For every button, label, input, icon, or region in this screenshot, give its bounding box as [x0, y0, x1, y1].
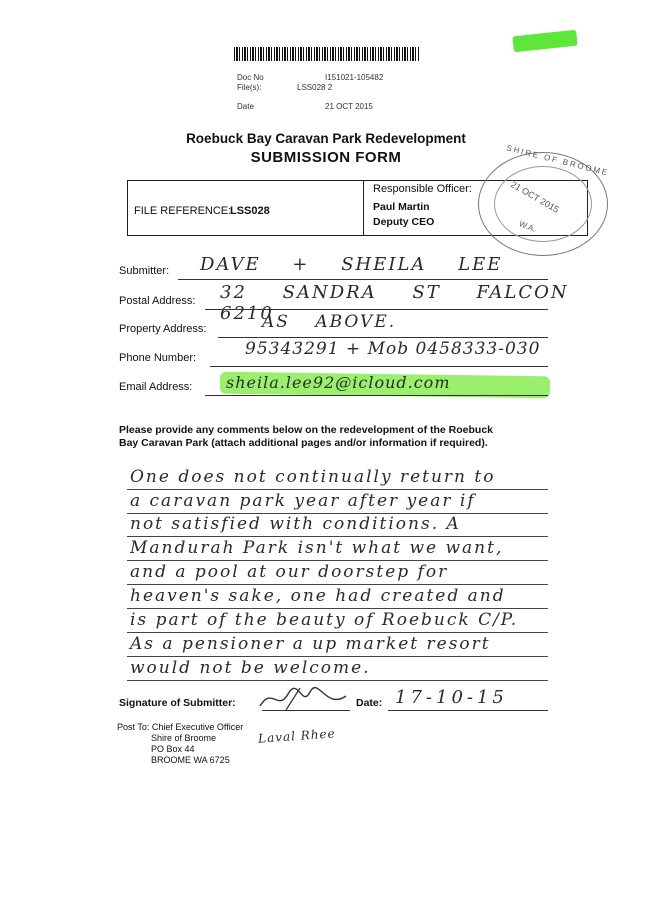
email-line	[205, 395, 548, 396]
signature-mark[interactable]	[256, 682, 352, 714]
officer-title: Deputy CEO	[373, 216, 435, 228]
comment-rule	[127, 513, 548, 514]
phone-line	[210, 366, 548, 367]
email-value[interactable]: sheila.lee92@icloud.com	[226, 373, 451, 392]
postal-label: Postal Address:	[119, 295, 196, 307]
phone-label: Phone Number:	[119, 352, 197, 364]
comment-rule	[127, 536, 548, 537]
file-reference-value: LSS028	[230, 205, 270, 217]
property-value[interactable]: AS ABOVE.	[262, 312, 397, 332]
officer-name: Paul Martin	[373, 201, 430, 213]
comments-prompt-line2: Bay Caravan Park (attach additional page…	[119, 437, 488, 449]
comment-rule	[127, 680, 548, 681]
postal-value[interactable]: 32 SANDRA ST FALCON 6210	[220, 282, 569, 324]
comment-line-8[interactable]: As a pensioner a up market resort	[130, 634, 491, 654]
post-to-line2: Shire of Broome	[151, 733, 217, 743]
comment-line-2[interactable]: a caravan park year after year if	[130, 491, 476, 511]
barcode	[234, 47, 420, 61]
date-signed-value[interactable]: 17-10-15	[395, 687, 508, 708]
comment-rule	[127, 608, 548, 609]
signature-label: Signature of Submitter:	[119, 697, 236, 709]
postal-line	[205, 309, 548, 310]
comment-rule	[127, 560, 548, 561]
date-label: Date	[237, 102, 254, 111]
comment-line-5[interactable]: and a pool at our doorstep for	[130, 562, 449, 582]
doc-no-label: Doc No	[237, 73, 264, 82]
date-line	[388, 710, 548, 711]
post-to-line4: BROOME WA 6725	[151, 755, 230, 765]
submitter-line	[178, 279, 548, 280]
submitter-value[interactable]: DAVE + SHEILA LEE	[200, 254, 503, 275]
comment-line-6[interactable]: heaven's sake, one had created and	[130, 586, 506, 606]
email-label: Email Address:	[119, 381, 193, 393]
files-label: File(s):	[237, 83, 262, 92]
post-to-line1: Post To: Chief Executive Officer	[117, 722, 244, 732]
signature-line	[262, 710, 350, 711]
responsible-officer-label: Responsible Officer:	[373, 183, 472, 195]
comment-line-7[interactable]: is part of the beauty of Roebuck C/P.	[130, 610, 519, 630]
comment-rule	[127, 489, 548, 490]
post-to-initials: Laval Rhee	[257, 726, 337, 746]
form-title: Roebuck Bay Caravan Park Redevelopment	[186, 131, 466, 146]
property-label: Property Address:	[119, 323, 207, 335]
comment-rule	[127, 656, 548, 657]
phone-value[interactable]: 95343291 + Mob 0458333-030	[245, 339, 541, 359]
comment-line-1[interactable]: One does not continually return to	[130, 467, 496, 487]
file-reference-label: FILE REFERENCE:	[134, 205, 232, 217]
comment-line-4[interactable]: Mandurah Park isn't what we want,	[130, 538, 504, 558]
date-signed-label: Date:	[356, 697, 383, 709]
received-stamp-inner	[494, 166, 592, 242]
comments-prompt-line1: Please provide any comments below on the…	[119, 424, 494, 436]
comment-line-3[interactable]: not satisfied with conditions. A	[130, 514, 461, 534]
property-line	[218, 337, 548, 338]
reference-box-divider	[363, 180, 364, 235]
received-stamp	[478, 152, 608, 256]
submitter-label: Submitter:	[119, 265, 170, 277]
highlighter-mark	[512, 29, 578, 53]
form-subtitle: SUBMISSION FORM	[250, 149, 402, 166]
comment-rule	[127, 584, 548, 585]
post-to-line3: PO Box 44	[151, 744, 195, 754]
comment-line-9[interactable]: would not be welcome.	[130, 658, 371, 678]
files-value: LSS028 2	[297, 83, 333, 92]
date-value: 21 OCT 2015	[325, 102, 373, 111]
doc-no-value: I151021-105482	[325, 73, 384, 82]
comment-rule	[127, 632, 548, 633]
